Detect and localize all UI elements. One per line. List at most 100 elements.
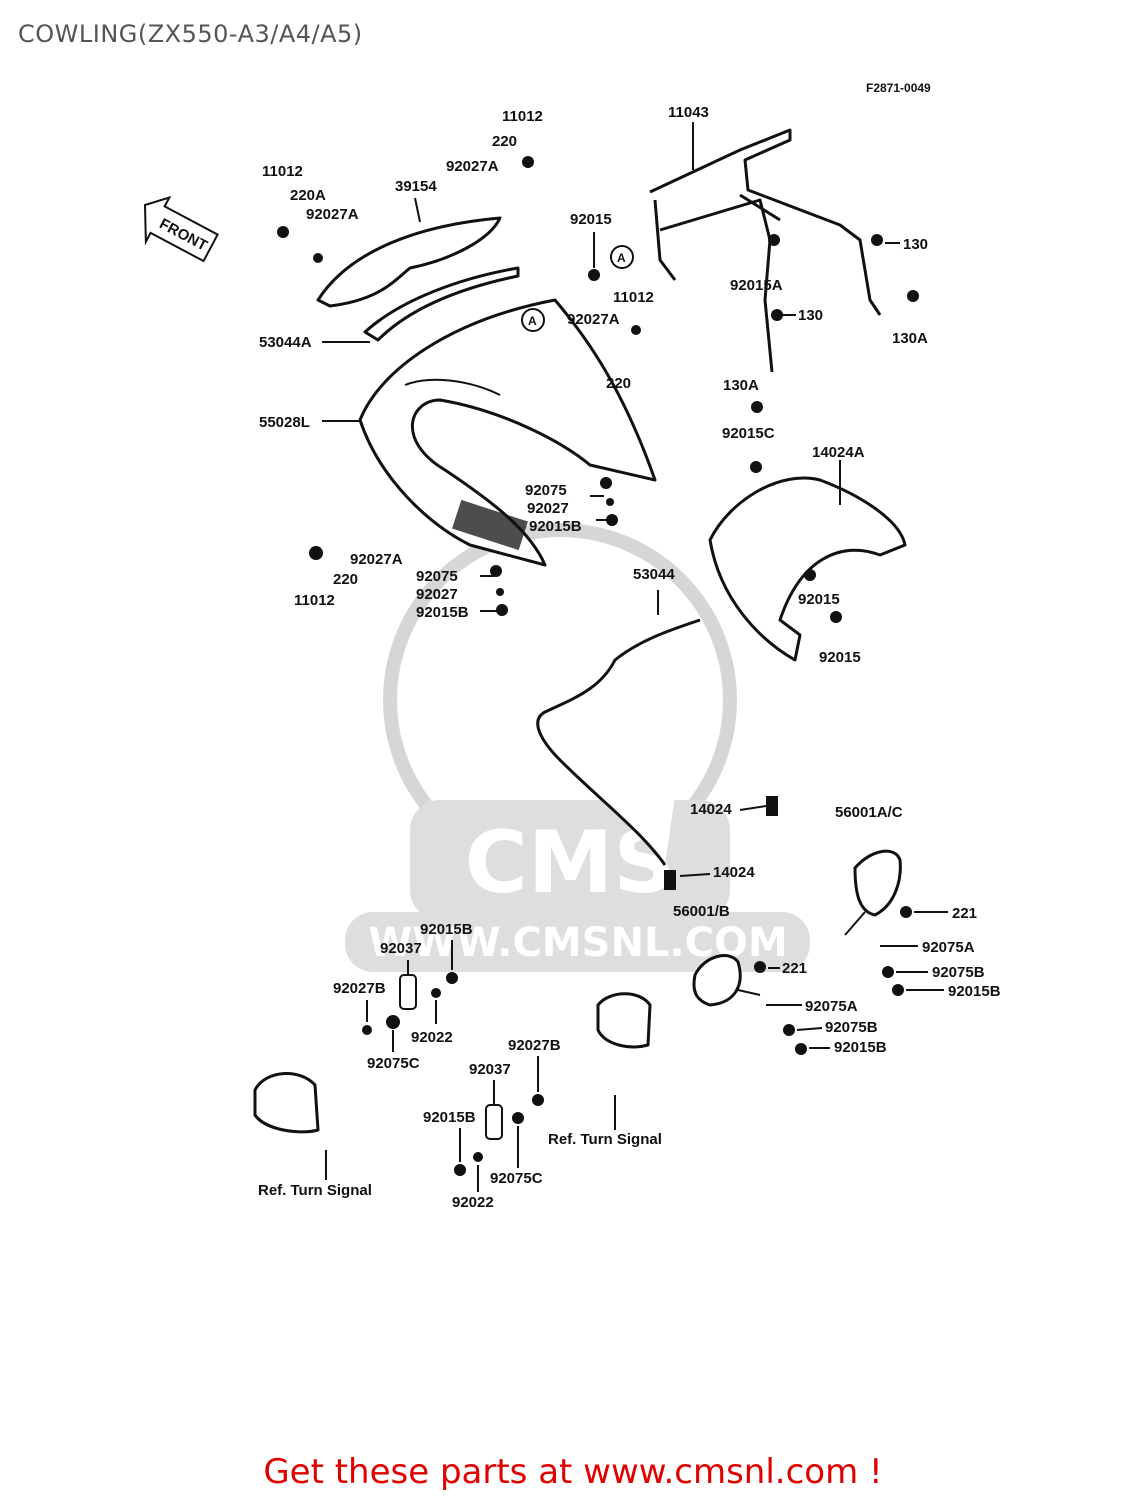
label-92015A: 92015A	[730, 277, 783, 294]
grommet-92037-icon	[485, 1104, 503, 1140]
hardware	[277, 156, 919, 1176]
label-92022: 92022	[452, 1194, 494, 1211]
cowling-detail	[404, 378, 501, 396]
label-221: 221	[952, 905, 977, 922]
label-92075C: 92075C	[490, 1170, 543, 1187]
label-56001AC: 56001A/C	[835, 804, 903, 821]
nut-icon	[512, 1112, 524, 1124]
label-39154: 39154	[395, 178, 437, 195]
signal-body	[596, 992, 652, 1049]
label-55028L: 55028L	[259, 414, 310, 431]
marker-circle	[610, 245, 634, 269]
bracket-frame-11043	[649, 122, 882, 373]
nut-icon	[783, 1024, 795, 1036]
label-92015B: 92015B	[423, 1109, 476, 1126]
label-14024A: 14024A	[812, 444, 865, 461]
label-92015B: 92015B	[416, 604, 469, 621]
label-130A: 130A	[892, 330, 928, 347]
label-92015B: 92015B	[420, 921, 473, 938]
label-92075: 92075	[525, 482, 567, 499]
mirror-stem	[737, 989, 761, 996]
mirror-stem	[844, 911, 866, 936]
label-92075B: 92075B	[932, 964, 985, 981]
windshield-39154	[316, 197, 502, 308]
panel-shape	[708, 476, 907, 662]
label-53044: 53044	[633, 566, 675, 583]
bolt-icon	[751, 401, 763, 413]
nut-icon	[795, 1043, 807, 1055]
nut-icon	[490, 565, 502, 577]
label-92015C: 92015C	[722, 425, 775, 442]
nut-icon	[386, 1015, 400, 1029]
trim-strip	[536, 618, 701, 866]
mirror-head	[692, 954, 742, 1007]
label-220: 220	[606, 375, 631, 392]
label-92037: 92037	[380, 940, 422, 957]
washer-icon	[606, 498, 614, 506]
collar-icon	[362, 1025, 372, 1035]
turn-signal-left	[253, 1072, 327, 1180]
nut-icon	[588, 269, 600, 281]
label-92075B: 92075B	[825, 1019, 878, 1036]
label-11012: 11012	[613, 289, 654, 306]
label-220: 220	[492, 133, 517, 150]
label-92037: 92037	[469, 1061, 511, 1078]
grommet-14024-icon	[766, 796, 778, 816]
cowling-body	[358, 298, 657, 567]
nut-icon	[631, 325, 641, 335]
collar-icon	[532, 1094, 544, 1106]
label-11012: 11012	[294, 592, 335, 609]
part-labels: 11012 220 92027A 11043 11012 220A 92027A…	[258, 104, 1001, 1211]
nut-icon	[750, 461, 762, 473]
nut-icon	[606, 514, 618, 526]
leader-line	[739, 805, 767, 811]
nut-icon	[313, 253, 323, 263]
label-92015B: 92015B	[529, 518, 582, 535]
nut-icon	[882, 966, 894, 978]
nut-icon	[446, 972, 458, 984]
bolt-icon	[768, 234, 780, 246]
grommet-92037-icon	[399, 974, 417, 1010]
label-220A: 220A	[290, 187, 326, 204]
leader-lines	[366, 232, 948, 1192]
label-92022: 92022	[411, 1029, 453, 1046]
washer-icon	[496, 588, 504, 596]
label-92075: 92075	[416, 568, 458, 585]
inner-panel-14024A	[708, 460, 907, 662]
label-92027A: 92027A	[306, 206, 359, 223]
label-ref-turn-signal: Ref. Turn Signal	[258, 1182, 372, 1199]
grommet-14024-icon	[664, 870, 676, 890]
nut-icon	[473, 1152, 483, 1162]
figure-code: F2871-0049	[866, 81, 931, 95]
marker-circle	[521, 308, 545, 332]
label-130A: 130A	[723, 377, 759, 394]
label-92015B: 92015B	[948, 983, 1001, 1000]
front-arrow: FRONT	[143, 195, 219, 263]
label-14024: 14024	[690, 801, 732, 818]
label-92027A: 92027A	[350, 551, 403, 568]
nut-icon	[277, 226, 289, 238]
label-ref-turn-signal: Ref. Turn Signal	[548, 1131, 662, 1148]
leader-39154	[414, 197, 421, 223]
label-92015B: 92015B	[834, 1039, 887, 1056]
marker-letter: A	[617, 251, 626, 265]
nut-icon	[892, 984, 904, 996]
trim-53044	[536, 590, 701, 866]
label-92075C: 92075C	[367, 1055, 420, 1072]
bolt-icon	[871, 234, 883, 246]
label-11043: 11043	[668, 104, 709, 121]
grommet-icon	[309, 546, 323, 560]
label-56001B: 56001/B	[673, 903, 730, 920]
footer-promo: Get these parts at www.cmsnl.com !	[263, 1452, 883, 1492]
nut-icon	[431, 988, 441, 998]
trim-53044A	[322, 266, 520, 343]
label-92015: 92015	[570, 211, 612, 228]
page-title: COWLING(ZX550-A3/A4/A5)	[18, 20, 363, 48]
label-92027B: 92027B	[333, 980, 386, 997]
label-92027B: 92027B	[508, 1037, 561, 1054]
mirror-56001B	[692, 954, 761, 1007]
marker-a-1: A	[521, 308, 545, 332]
label-11012: 11012	[502, 108, 543, 125]
label-220: 220	[333, 571, 358, 588]
